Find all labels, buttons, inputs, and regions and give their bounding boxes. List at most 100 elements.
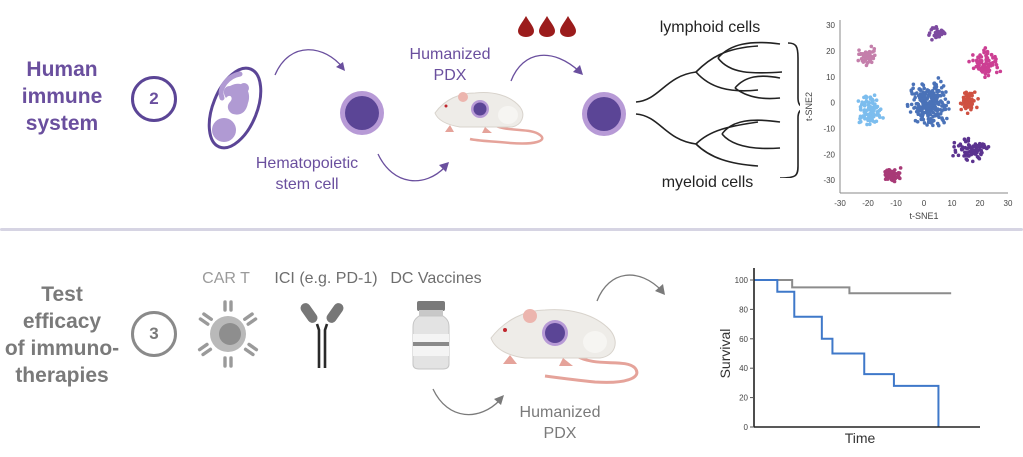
scatter-point — [912, 97, 916, 102]
label-line: Humanized — [519, 404, 601, 421]
scatter-point — [857, 52, 861, 57]
x-axis-label: t-SNE1 — [909, 211, 938, 221]
scatter-point — [927, 118, 932, 123]
y-tick-label: 0 — [744, 423, 749, 432]
scatter-point — [963, 102, 968, 107]
scatter-point — [959, 147, 964, 151]
scatter-point — [974, 64, 979, 69]
scatter-point — [979, 58, 983, 63]
scatter-point — [869, 100, 874, 105]
scatter-point — [926, 112, 930, 117]
cluster-light-blue — [856, 93, 885, 127]
scatter-point — [913, 118, 918, 123]
x-tick-label: 30 — [1004, 199, 1013, 208]
y-tick-label: -10 — [823, 124, 835, 133]
scatter-point — [932, 106, 937, 110]
scatter-point — [998, 69, 1003, 74]
cell-nucleus — [345, 96, 379, 130]
scatter-point — [866, 103, 871, 107]
scatter-point — [967, 143, 972, 148]
hematopoietic-stem-cell — [340, 91, 384, 135]
cluster-violet-top — [927, 25, 947, 42]
scatter-point — [956, 153, 961, 158]
scatter-point — [934, 30, 939, 35]
scatter-point — [921, 101, 925, 106]
scatter-point — [975, 105, 979, 110]
scatter-point — [861, 114, 866, 118]
scatter-point — [928, 100, 932, 104]
scatter-point — [932, 86, 937, 90]
scatter-point — [939, 85, 944, 90]
car-t-cell-icon — [197, 299, 259, 369]
step-number-badge: 2 — [131, 76, 177, 122]
scatter-point — [888, 174, 893, 178]
y-tick-label: -30 — [823, 176, 835, 185]
scatter-point — [858, 104, 863, 109]
scatter-point — [919, 117, 923, 122]
y-tick-label: 40 — [739, 364, 748, 373]
scatter-point — [892, 168, 897, 172]
scatter-point — [969, 102, 974, 107]
scatter-point — [932, 26, 936, 30]
y-axis-label: t-SNE2 — [804, 92, 814, 121]
scatter-point — [969, 107, 973, 112]
scatter-point — [993, 59, 998, 64]
scatter-point — [910, 91, 914, 96]
scatter-point — [921, 83, 926, 88]
scatter-point — [865, 116, 870, 121]
scatter-point — [983, 68, 987, 73]
cluster-magenta — [967, 46, 1003, 80]
scatter-point — [920, 113, 925, 117]
label-line: PDX — [433, 67, 467, 84]
therapy-label-dc-vaccines: DC Vaccines — [390, 270, 482, 287]
scatter-point — [870, 116, 874, 120]
scatter-point — [970, 93, 974, 98]
scatter-point — [995, 65, 1000, 70]
scatter-point — [983, 75, 987, 80]
scatter-point — [986, 73, 991, 78]
scatter-point — [871, 111, 875, 116]
scatter-point — [898, 166, 903, 170]
label-line: Humanized — [409, 46, 491, 63]
scatter-point — [885, 168, 889, 173]
scatter-point — [971, 53, 975, 57]
scatter-point — [971, 58, 975, 63]
scatter-point — [890, 169, 894, 174]
scatter-point — [939, 99, 943, 103]
scatter-point — [951, 153, 955, 158]
scatter-point — [937, 34, 942, 39]
scatter-point — [952, 140, 957, 145]
scatter-point — [935, 121, 940, 126]
scatter-point — [981, 64, 986, 69]
scatter-point — [874, 105, 879, 110]
scatter-point — [988, 61, 993, 66]
y-tick-label: 20 — [826, 47, 835, 56]
y-tick-label: 80 — [739, 305, 748, 314]
scatter-point — [860, 100, 864, 105]
scatter-point — [867, 49, 872, 54]
scatter-point — [964, 90, 969, 95]
scatter-point — [921, 104, 925, 109]
scatter-point — [866, 107, 870, 112]
title-line: Human — [26, 58, 98, 81]
y-tick-label: -20 — [823, 150, 835, 159]
scatter-point — [943, 97, 948, 101]
x-tick-label: 10 — [948, 199, 957, 208]
scatter-point — [965, 147, 969, 151]
label-line: PDX — [543, 425, 577, 442]
scatter-point — [958, 101, 963, 106]
y-tick-label: 0 — [831, 99, 836, 108]
scatter-point — [984, 146, 989, 151]
y-axis-label: Survival — [717, 329, 733, 379]
humanized-pdx-label: Humanized PDX — [515, 402, 605, 444]
scatter-point — [913, 105, 917, 110]
scatter-point — [872, 49, 876, 53]
scatter-point — [971, 66, 976, 71]
scatter-point — [938, 108, 943, 112]
scatter-point — [986, 69, 991, 74]
stem-cell-label: Hematopoietic stem cell — [245, 153, 369, 195]
scatter-point — [979, 55, 984, 59]
title-line: efficacy — [22, 310, 102, 333]
scatter-point — [881, 116, 885, 120]
